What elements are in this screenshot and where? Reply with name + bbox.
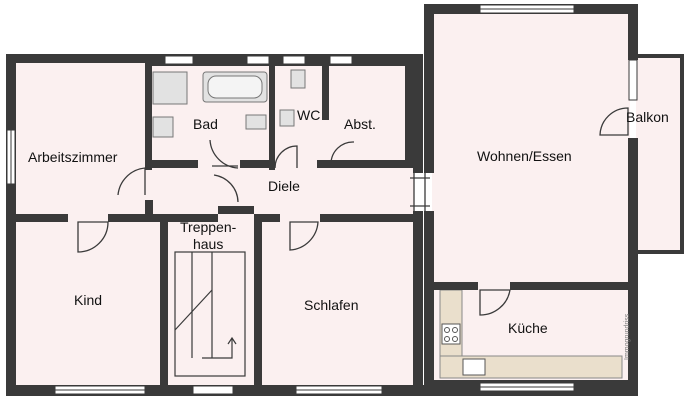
- room-label-diele: Diele: [268, 178, 300, 194]
- door-swing: [599, 107, 629, 136]
- room-label-bad: Bad: [193, 116, 218, 132]
- watermark-text: Immogrundriss: [624, 313, 631, 360]
- door-swing: [117, 167, 146, 196]
- room-label-arbeitszimmer: Arbeitszimmer: [28, 149, 118, 165]
- room-label-treppenhaus: Treppen- haus: [180, 219, 236, 253]
- bathroom-fixtures: [152, 69, 306, 138]
- room-floors: [12, 14, 682, 388]
- door-swing: [209, 139, 239, 169]
- room-label-schlafen: Schlafen: [304, 297, 359, 313]
- door-swing: [274, 145, 298, 169]
- room-label-abst: Abst.: [344, 116, 376, 132]
- washbasin-icon: [279, 109, 295, 127]
- window-glazing: [10, 8, 574, 391]
- room-label-kueche: Küche: [508, 320, 548, 336]
- kitchen-counter: [439, 289, 623, 379]
- doors: [77, 107, 629, 316]
- door-swing: [330, 141, 355, 165]
- room-label-balkon: Balkon: [626, 109, 669, 125]
- shower-icon: [152, 71, 188, 105]
- room-label-treppenhaus-line2: haus: [192, 236, 224, 252]
- door-swing: [213, 174, 239, 203]
- window: [628, 59, 638, 101]
- window: [164, 55, 194, 65]
- floor-balcony: [636, 58, 682, 252]
- floor-living-area: [432, 14, 630, 384]
- door-swing: [410, 172, 430, 211]
- room-label-kind: Kind: [74, 292, 103, 308]
- window: [282, 55, 306, 65]
- window: [192, 385, 234, 395]
- door-swing: [77, 221, 109, 253]
- window: [246, 55, 270, 65]
- room-label-treppenhaus-line1: Treppen-: [180, 219, 237, 235]
- washbasin-icon: [245, 114, 267, 130]
- door-swing: [479, 289, 511, 316]
- room-label-wc: WC: [297, 107, 321, 123]
- sink-icon: [462, 358, 486, 376]
- stove-icon: [441, 323, 461, 345]
- staircase: [174, 251, 246, 377]
- window: [329, 55, 353, 65]
- floor-left-wing: [12, 62, 414, 388]
- room-label-wohnen-essen: Wohnen/Essen: [477, 148, 572, 164]
- toilet-icon: [290, 69, 306, 89]
- door-swing: [289, 221, 319, 251]
- washbasin-icon: [152, 116, 174, 138]
